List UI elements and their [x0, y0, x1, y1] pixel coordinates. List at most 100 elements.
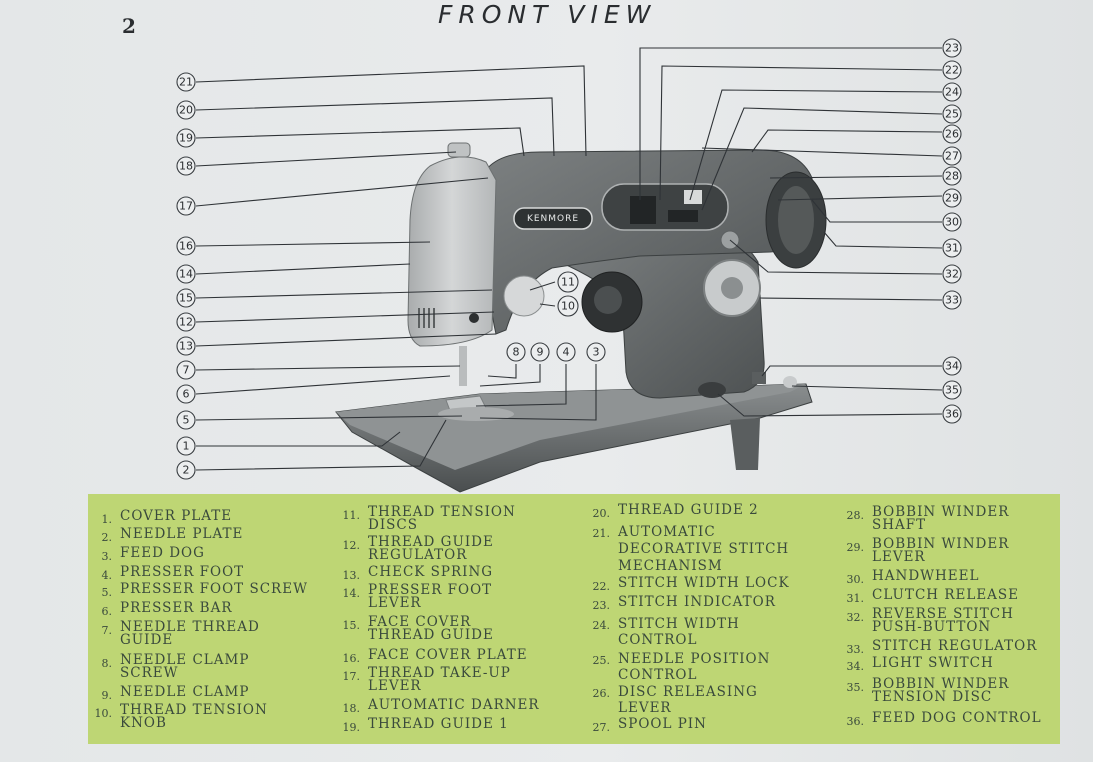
callout-21: 21: [176, 72, 196, 92]
parts-legend: 1.COVER PLATE 2.NEEDLE PLATE 3.FEED DOG …: [88, 494, 1060, 744]
feed-dog-control-shape: [698, 382, 726, 398]
callout-8: 8: [506, 342, 526, 362]
callout-12: 12: [176, 312, 196, 332]
legend-item-7: 7.NEEDLE THREAD GUIDE: [101, 619, 260, 648]
callout-2: 2: [176, 460, 196, 480]
callout-32: 32: [942, 264, 962, 284]
svg-text:8: 8: [513, 346, 520, 359]
callout-26: 26: [942, 124, 962, 144]
brand-badge: [513, 207, 593, 230]
legend-item-1: 1.COVER PLATE: [101, 508, 233, 526]
callout-30: 30: [942, 212, 962, 232]
tension-knob-shape: [503, 275, 545, 317]
needle-bar-shape: [459, 346, 467, 386]
callout-9: 9: [530, 342, 550, 362]
legend-item-14: 14.PRESSER FOOT LEVER: [342, 582, 493, 611]
svg-text:28: 28: [945, 170, 959, 183]
leader-lines: [195, 47, 943, 471]
face-cover-plate-shape: [407, 156, 497, 347]
legend-item-13: 13.CHECK SPRING: [342, 564, 494, 582]
svg-text:5: 5: [183, 414, 190, 427]
svg-text:7: 7: [183, 364, 190, 377]
legend-item-21: 21.AUTOMATIC DECORATIVE STITCH MECHANISM: [592, 524, 790, 574]
callout-11: 11: [557, 271, 579, 293]
callout-33: 33: [942, 290, 962, 310]
stitch-control-panel: [601, 183, 729, 231]
page-number: 2: [122, 14, 136, 38]
svg-text:32: 32: [945, 268, 959, 281]
svg-text:4: 4: [563, 346, 570, 359]
legend-item-23: 23.STITCH INDICATOR: [592, 594, 776, 612]
handwheel-hub: [778, 186, 814, 254]
callout-15: 15: [176, 288, 196, 308]
legend-item-16: 16.FACE COVER PLATE: [342, 647, 528, 665]
svg-text:11: 11: [561, 276, 575, 289]
svg-text:25: 25: [945, 108, 959, 121]
face-cover-screw: [469, 313, 479, 323]
legend-item-22: 22.STITCH WIDTH LOCK: [592, 575, 790, 593]
svg-text:34: 34: [945, 360, 959, 373]
svg-text:31: 31: [945, 242, 959, 255]
legend-item-30: 30.HANDWHEEL: [846, 568, 980, 586]
legend-item-28: 28.BOBBIN WINDER SHAFT: [846, 504, 1010, 533]
brand-badge-label: KENMORE: [527, 214, 579, 224]
callout-4: 4: [556, 342, 576, 362]
svg-text:15: 15: [179, 292, 193, 305]
callout-18: 18: [176, 156, 196, 176]
svg-text:35: 35: [945, 384, 959, 397]
callout-27: 27: [942, 146, 962, 166]
svg-text:27: 27: [945, 150, 959, 163]
legend-item-15: 15.FACE COVER THREAD GUIDE: [342, 614, 494, 643]
legend-item-36: 36.FEED DOG CONTROL: [846, 710, 1042, 728]
svg-text:33: 33: [945, 294, 959, 307]
legend-item-32: 32.REVERSE STITCH PUSH-BUTTON: [846, 606, 1014, 635]
callout-24: 24: [942, 82, 962, 102]
legend-item-4: 4.PRESSER FOOT: [101, 564, 245, 582]
svg-text:13: 13: [179, 340, 193, 353]
svg-text:24: 24: [945, 86, 959, 99]
svg-text:18: 18: [179, 160, 193, 173]
legend-item-25: 25.NEEDLE POSITION CONTROL: [592, 651, 771, 683]
spool-pin-shape: [447, 142, 471, 158]
callout-10: 10: [557, 295, 579, 317]
legend-item-6: 6.PRESSER BAR: [101, 600, 233, 618]
svg-text:21: 21: [179, 76, 193, 89]
legend-item-11: 11.THREAD TENSION DISCS: [342, 504, 516, 533]
callout-6: 6: [176, 384, 196, 404]
needle-position-slot: [668, 210, 698, 222]
callout-35: 35: [942, 380, 962, 400]
callout-31: 31: [942, 238, 962, 258]
legend-item-12: 12.THREAD GUIDE REGULATOR: [342, 534, 494, 563]
sewing-machine-illustration: KENMORE: [335, 142, 827, 493]
svg-text:12: 12: [179, 316, 193, 329]
svg-text:14: 14: [179, 268, 193, 281]
legend-item-20: 20.THREAD GUIDE 2: [592, 502, 759, 520]
callout-17: 17: [176, 196, 196, 216]
legend-item-18: 18.AUTOMATIC DARNER: [342, 697, 540, 715]
legend-item-33: 33.STITCH REGULATOR: [846, 638, 1038, 656]
page-title: FRONT VIEW: [438, 0, 657, 29]
svg-text:1: 1: [183, 440, 190, 453]
svg-text:6: 6: [183, 388, 190, 401]
callout-13: 13: [176, 336, 196, 356]
callout-7: 7: [176, 360, 196, 380]
callout-36: 36: [942, 404, 962, 424]
svg-text:26: 26: [945, 128, 959, 141]
legend-item-8: 8.NEEDLE CLAMP SCREW: [101, 652, 250, 681]
legend-item-3: 3.FEED DOG: [101, 545, 205, 563]
legend-item-5: 5.PRESSER FOOT SCREW: [101, 581, 308, 599]
legend-item-34: 34.LIGHT SWITCH: [846, 655, 994, 673]
bobbin-tension-disc-shape: [783, 376, 797, 388]
svg-text:3: 3: [593, 346, 600, 359]
callout-28: 28: [942, 166, 962, 186]
legend-item-17: 17.THREAD TAKE-UP LEVER: [342, 665, 511, 694]
callout-5: 5: [176, 410, 196, 430]
legend-item-26: 26.DISC RELEASING LEVER: [592, 684, 758, 716]
svg-text:29: 29: [945, 192, 959, 205]
svg-text:9: 9: [537, 346, 544, 359]
svg-text:23: 23: [945, 42, 959, 55]
legend-item-2: 2.NEEDLE PLATE: [101, 526, 244, 544]
stitch-width-slot: [630, 196, 656, 224]
svg-text:20: 20: [179, 104, 193, 117]
